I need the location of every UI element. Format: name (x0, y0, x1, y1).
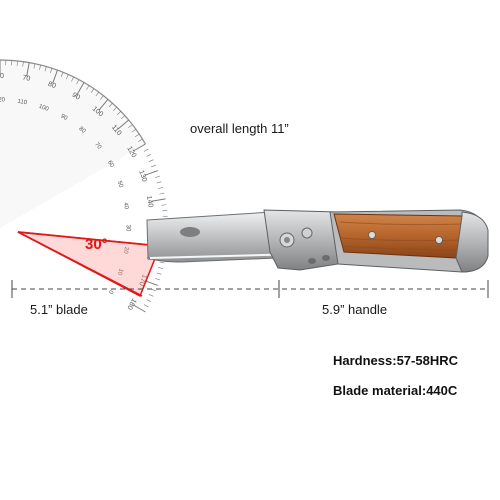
protractor-arc-outer (0, 59, 147, 313)
protractor-tick (108, 102, 113, 108)
protractor-tick (143, 148, 149, 152)
lock-button (301, 227, 313, 239)
protractor-tick (33, 63, 36, 69)
protractor-tick (100, 95, 104, 100)
protractor-tick (148, 294, 154, 297)
protractor-tick (144, 170, 159, 176)
protractor-scale-label: 70 (93, 142, 102, 151)
protractor-tick (138, 138, 143, 142)
protractor-scale-label: 40 (122, 202, 129, 210)
protractor-tick (151, 198, 166, 202)
protractor-tick (162, 210, 168, 212)
handle-hole (308, 258, 316, 264)
protractor-scale-label: 50 (116, 180, 124, 189)
protractor-tick (159, 261, 165, 264)
protractor-tick (134, 133, 140, 138)
protractor-tick (131, 129, 137, 133)
handle-pin (435, 236, 443, 244)
protractor-scale-label: 20 (122, 246, 129, 254)
protractor-tick (117, 119, 130, 130)
protractor-scale-label: 100 (38, 104, 50, 113)
protractor-scale-label: 80 (77, 126, 86, 135)
blade-material-spec: Blade material:440C (333, 383, 458, 398)
dimension-line (11, 280, 489, 298)
protractor-tick (159, 192, 165, 195)
protractor-tick (44, 66, 47, 72)
protractor-scale-label: 170 (137, 273, 148, 286)
protractor-tick (154, 175, 160, 178)
protractor-tick (133, 143, 146, 152)
angle-indicator (17, 231, 162, 298)
blade-length-label: 5.1” blade (30, 302, 88, 317)
protractor-tick (16, 60, 18, 66)
protractor-tick (146, 154, 152, 157)
angle-ray-bottom (17, 231, 143, 297)
protractor-scale-label: 80 (47, 81, 57, 90)
protractor-tick (22, 61, 24, 67)
handle-hole (322, 255, 330, 261)
hardness-spec: Hardness:57-58HRC (333, 353, 458, 368)
protractor-tick (154, 278, 160, 281)
knife-handle-wood (333, 213, 469, 259)
protractor-tick (133, 304, 146, 313)
protractor-scale-label: 180 (125, 297, 137, 311)
protractor-tick (117, 111, 122, 115)
protractor-scale-label: 140 (145, 195, 154, 208)
protractor-scale-label: 120 (125, 145, 137, 159)
protractor-tick (156, 181, 162, 184)
protractor-tick (39, 64, 41, 70)
protractor-scale-label: 70 (22, 75, 31, 83)
handle-length-label: 5.9” handle (322, 302, 388, 317)
protractor-tick (98, 98, 109, 111)
protractor-tick (90, 88, 95, 94)
protractor-tick (158, 187, 164, 189)
angle-ray-top (17, 231, 161, 247)
protractor-tick (148, 159, 154, 162)
protractor-scale-label: 60 (0, 73, 4, 80)
protractor-scale-label: 130 (137, 169, 148, 182)
protractor-tick (86, 85, 90, 90)
protractor-tick (120, 115, 126, 120)
protractor-scale-label: 30 (124, 225, 130, 232)
overall-length-label: overall length 11” (190, 121, 289, 136)
protractor-tick (146, 299, 152, 302)
angle-label: 30° (85, 236, 108, 253)
protractor-tick (66, 74, 69, 80)
protractor-tick (156, 272, 162, 275)
protractor-tick (158, 267, 164, 269)
protractor-scale-label: 60 (106, 160, 115, 169)
protractor-tick (50, 68, 53, 74)
protractor-scale-label: 0 (107, 289, 114, 295)
protractor-tick (26, 62, 30, 77)
protractor-scale-label: 10 (116, 267, 124, 276)
handle-bolster-end (455, 211, 489, 273)
protractor-ticks (0, 60, 168, 313)
protractor-scale-label: 90 (59, 113, 68, 122)
protractor-tick (71, 76, 74, 82)
protractor-tick (144, 280, 159, 286)
protractor-scale-label: 120 (0, 98, 6, 104)
protractor-tick (161, 204, 167, 206)
protractor-tick (76, 82, 85, 95)
protractor: 0102030405060708090100110120130140150160… (0, 59, 168, 313)
protractor-tick (128, 124, 133, 128)
protractor-scale-label: 90 (71, 92, 81, 102)
handle-pin (368, 231, 376, 239)
knife-bolster (263, 209, 339, 271)
protractor-tick (52, 69, 58, 84)
protractor-tick (76, 79, 80, 85)
protractor-tick (60, 72, 64, 77)
folding-knife (146, 209, 489, 273)
protractor-tick (143, 304, 149, 308)
protractor-scale-label: 110 (17, 99, 28, 107)
protractor-inner-labels: 1801701601501401301201101009080706050403… (0, 98, 130, 296)
blade-thumb-hole (180, 227, 200, 237)
protractor-tick (95, 91, 99, 97)
protractor-tick (151, 164, 156, 168)
protractor-tick (113, 106, 117, 111)
